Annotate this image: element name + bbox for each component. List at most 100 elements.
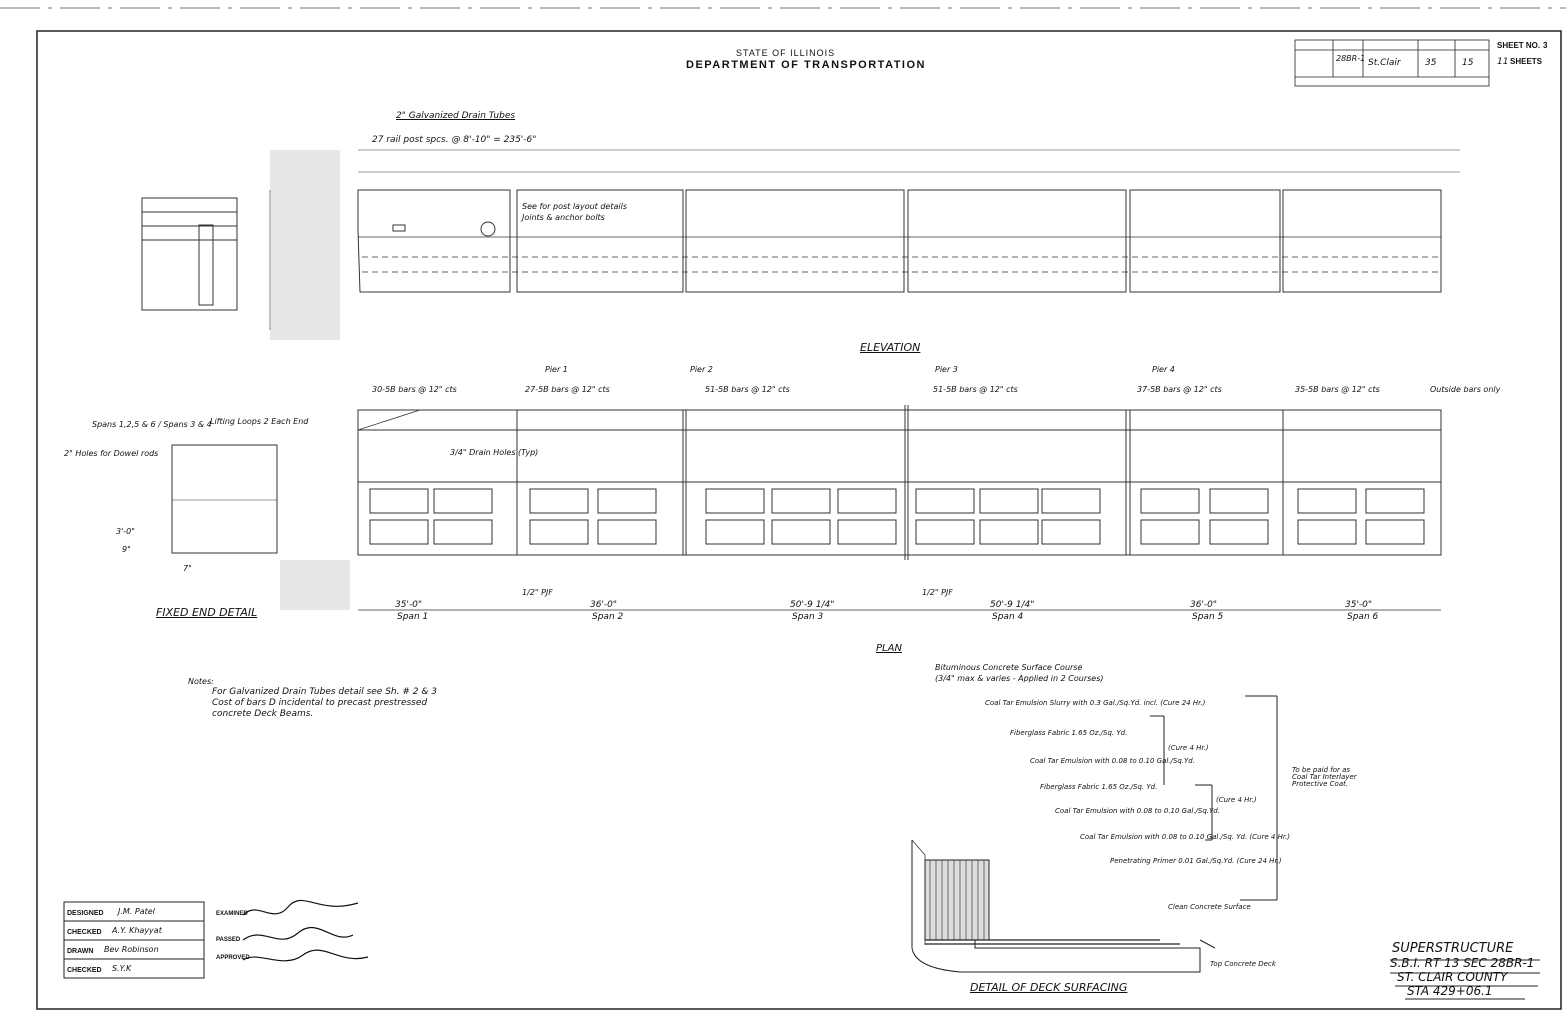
passed-label: PASSED: [216, 937, 241, 943]
designed-label: DESIGNED: [67, 910, 104, 917]
deck-opening: [529, 519, 589, 545]
bars-span-3: 51-5B bars @ 12" cts: [705, 385, 790, 394]
span-label-4: Span 4: [992, 612, 1024, 622]
bars-span-5: 37-5B bars @ 12" cts: [1137, 385, 1222, 394]
bars-span-4: 51-5B bars @ 12" cts: [933, 385, 1018, 394]
sheet-in-set-cell: 15: [1462, 58, 1474, 68]
layer-2: Fiberglass Fabric 1.65 Oz./Sq. Yd.: [1010, 729, 1128, 737]
deck-opening: [1297, 488, 1357, 514]
state-title: STATE OF ILLINOIS: [736, 48, 836, 58]
plan-view: [357, 405, 1442, 611]
checked-label-1: CHECKED: [67, 929, 102, 936]
deck-opening: [529, 488, 589, 514]
deck-opening: [433, 488, 493, 514]
bars-span-6: 35-5B bars @ 12" cts: [1295, 385, 1380, 394]
deck-openings: [369, 488, 1425, 545]
deck-surfacing-title: DETAIL OF DECK SURFACING: [970, 981, 1128, 994]
pier-3-label: Pier 3: [935, 365, 958, 374]
notes-label: Notes:: [188, 677, 214, 686]
examined-label: EXAMINED: [216, 911, 248, 917]
end-section-detail: [141, 150, 350, 610]
elevation-view: [357, 149, 1460, 293]
span-label-5: Span 5: [1192, 612, 1224, 622]
cure-4-b: (Cure 4 Hr.): [1216, 796, 1257, 804]
sheet-no: 3: [1543, 41, 1548, 50]
deck-opening: [1297, 519, 1357, 545]
pier-2-label: Pier 2: [690, 365, 713, 374]
span-length-5: 36'-0": [1190, 600, 1218, 610]
sheet-info-table: [1294, 39, 1490, 87]
checked-by-2: S.Y.K: [112, 964, 132, 973]
span-label-6: Span 6: [1347, 612, 1379, 622]
deck-opening: [433, 519, 493, 545]
sheet-no-label: SHEET NO.: [1497, 41, 1541, 50]
note-line-2: Cost of bars D incidental to precast pre…: [212, 698, 428, 708]
layer-1: Coal Tar Emulsion Slurry with 0.3 Gal./S…: [985, 699, 1206, 707]
handwritten-signatures: [242, 899, 369, 962]
title-county: ST. CLAIR COUNTY: [1397, 970, 1508, 984]
span-label-2: Span 2: [592, 612, 624, 622]
cure-4-a: (Cure 4 Hr.): [1168, 744, 1209, 752]
checked-label-2: CHECKED: [67, 967, 102, 974]
plan-title: PLAN: [876, 643, 902, 654]
span-label-3: Span 3: [792, 612, 824, 622]
deck-opening: [1140, 519, 1200, 545]
layer-7: Penetrating Primer 0.01 Gal./Sq.Yd. (Cur…: [1110, 857, 1282, 865]
section-cell: 28BR-1: [1336, 54, 1366, 63]
deck-opening: [705, 488, 765, 514]
joints-note: Joints & anchor bolts: [522, 213, 605, 222]
paid-note: To be paid for as Coal Tar Interlayer Pr…: [1292, 766, 1357, 788]
designed-by: J.M. Patel: [118, 907, 155, 916]
department-title: DEPARTMENT OF TRANSPORTATION: [686, 59, 926, 71]
deck-opening: [979, 519, 1039, 545]
drawn-label: DRAWN: [67, 948, 94, 955]
deck-opening: [1209, 519, 1269, 545]
deck-opening: [771, 519, 831, 545]
lifting-loops-note: Lifting Loops 2 Each End: [210, 417, 309, 426]
dim-3ft: 3'-0": [116, 527, 135, 536]
total-sheets-cell: 35: [1425, 58, 1437, 68]
post-spacing-note: 27 rail post spcs. @ 8'-10" = 235'-6": [372, 135, 537, 145]
deck-opening: [1140, 488, 1200, 514]
deck-opening: [369, 488, 429, 514]
deck-opening: [771, 488, 831, 514]
pier-4-label: Pier 4: [1152, 365, 1175, 374]
county-cell: St.Clair: [1368, 58, 1401, 68]
span-length-6: 35'-0": [1345, 600, 1373, 610]
dowel-holes-note: 2" Holes for Dowel rods: [64, 449, 159, 458]
dim-7in: 7": [183, 564, 192, 573]
clean-surface-label: Clean Concrete Surface: [1168, 903, 1251, 911]
pjf-left: 1/2" PJF: [522, 588, 553, 597]
span-label-1: Span 1: [397, 612, 429, 622]
deck-opening: [705, 519, 765, 545]
title-station: STA 429+06.1: [1407, 984, 1493, 998]
deck-opening: [597, 488, 657, 514]
dim-9in: 9": [122, 545, 131, 554]
deck-surfacing-drawing: [911, 695, 1278, 973]
top-deck-label: Top Concrete Deck: [1210, 960, 1276, 968]
title-superstructure: SUPERSTRUCTURE: [1392, 941, 1514, 956]
layer-5: Coal Tar Emulsion with 0.08 to 0.10 Gal.…: [1055, 807, 1220, 815]
surface-course-note: Bituminous Concrete Surface Course: [935, 663, 1083, 672]
pier-1-label: Pier 1: [545, 365, 568, 374]
sheets-total: 11: [1497, 57, 1509, 67]
layer-6: Coal Tar Emulsion with 0.08 to 0.10 Gal.…: [1080, 833, 1291, 841]
span-length-2: 36'-0": [590, 600, 618, 610]
post-layout-note: See for post layout details: [522, 202, 627, 211]
outside-bars-note: Outside bars only: [1430, 385, 1501, 394]
title-route: S.B.I. RT 13 SEC 28BR-1: [1390, 956, 1535, 970]
bars-span-1: 30-5B bars @ 12" cts: [372, 385, 457, 394]
deck-opening: [369, 519, 429, 545]
fixed-end-detail-drawing: [171, 444, 278, 554]
deck-opening: [1041, 488, 1101, 514]
deck-opening: [915, 488, 975, 514]
checked-by-1: A.Y. Khayyat: [112, 926, 162, 935]
layer-3: Coal Tar Emulsion with 0.08 to 0.10 Gal.…: [1030, 757, 1195, 765]
approved-label: APPROVED: [216, 955, 250, 961]
deck-opening: [837, 488, 897, 514]
fixed-end-detail-title: FIXED END DETAIL: [156, 606, 258, 619]
span-length-1: 35'-0": [395, 600, 423, 610]
span-length-4: 50'-9 1/4": [990, 600, 1035, 610]
deck-opening: [1365, 488, 1425, 514]
